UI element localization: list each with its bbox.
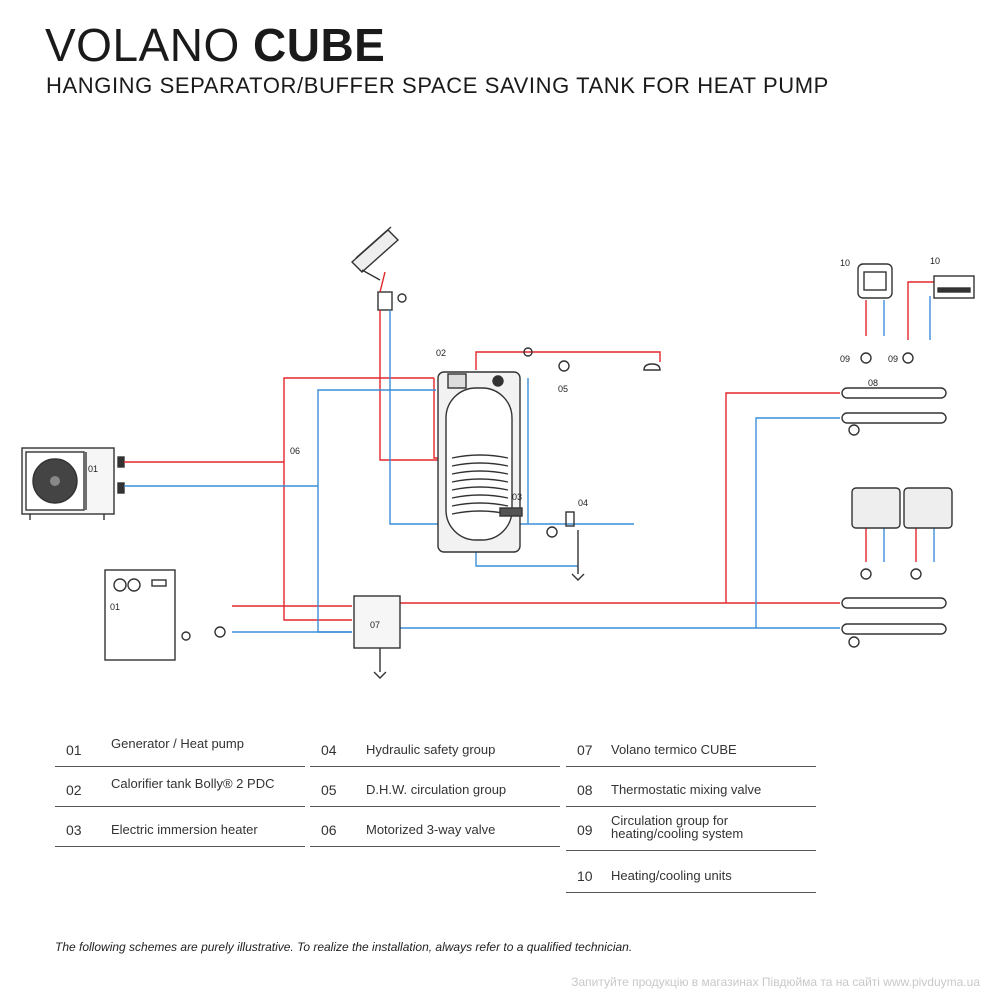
legend-divider bbox=[310, 846, 560, 847]
calorifier-tank bbox=[437, 371, 523, 553]
legend-divider bbox=[55, 806, 305, 807]
solar-collector bbox=[350, 226, 407, 311]
legend-item-02: 02 Calorifier tank Bolly® 2 PDC bbox=[66, 776, 306, 806]
legend-text: Calorifier tank Bolly® 2 PDC bbox=[111, 776, 275, 791]
legend-item-08: 08 Thermostatic mixing valve bbox=[577, 782, 817, 802]
label-heater: 03 bbox=[512, 492, 522, 502]
label-heat-pump: 01 bbox=[88, 464, 98, 474]
hydraulic-diagram: 01 01 02 03 04 05 06 07 08 09 09 10 10 bbox=[21, 226, 975, 679]
legend-divider bbox=[566, 766, 816, 767]
safety-group bbox=[546, 511, 585, 581]
legend-text: Thermostatic mixing valve bbox=[611, 782, 762, 797]
label-generator: 01 bbox=[110, 602, 120, 612]
legend-divider bbox=[566, 850, 816, 851]
terminal-units bbox=[851, 263, 975, 529]
legend-num: 08 bbox=[577, 782, 593, 798]
legend-num: 09 bbox=[577, 822, 593, 838]
legend-divider bbox=[566, 806, 816, 807]
legend-text: Heating/cooling units bbox=[611, 868, 732, 883]
legend-item-10: 10 Heating/cooling units bbox=[577, 868, 817, 888]
legend-text: Generator / Heat pump bbox=[111, 736, 244, 751]
label-circ-top: 09 bbox=[840, 354, 850, 364]
label-safety: 04 bbox=[578, 498, 588, 508]
legend-divider bbox=[310, 806, 560, 807]
legend-num: 06 bbox=[321, 822, 337, 838]
legend-num: 10 bbox=[577, 868, 593, 884]
manifolds bbox=[841, 387, 947, 648]
legend-text: Motorized 3-way valve bbox=[366, 822, 496, 837]
dhw-circulation bbox=[523, 347, 661, 372]
label-unit-b: 10 bbox=[930, 256, 940, 266]
circulation-groups bbox=[860, 352, 922, 580]
legend-num: 02 bbox=[66, 782, 82, 798]
legend-item-03: 03 Electric immersion heater bbox=[66, 822, 306, 852]
disclaimer: The following schemes are purely illustr… bbox=[55, 940, 633, 954]
legend-text: Volano termico CUBE bbox=[611, 742, 737, 757]
legend-divider bbox=[55, 846, 305, 847]
title-bold: CUBE bbox=[253, 19, 386, 71]
footer-watermark: Запитуйте продукцію в магазинах Півдюйма… bbox=[571, 975, 980, 989]
legend-num: 05 bbox=[321, 782, 337, 798]
volano-cube bbox=[353, 595, 401, 679]
page-subtitle: HANGING SEPARATOR/BUFFER SPACE SAVING TA… bbox=[46, 73, 829, 98]
label-unit-a: 10 bbox=[840, 258, 850, 268]
legend-text: D.H.W. circulation group bbox=[366, 782, 507, 797]
label-circ-top2: 09 bbox=[888, 354, 898, 364]
legend-text: Circulation group for heating/cooling sy… bbox=[611, 813, 744, 841]
legend-text: Hydraulic safety group bbox=[366, 742, 496, 757]
label-tank: 02 bbox=[436, 348, 446, 358]
legend-item-06: 06 Motorized 3-way valve bbox=[321, 822, 561, 842]
legend-num: 01 bbox=[66, 742, 82, 758]
legend-num: 04 bbox=[321, 742, 337, 758]
label-dhw: 05 bbox=[558, 384, 568, 394]
legend-item-09: 09 Circulation group for heating/cooling… bbox=[577, 814, 817, 848]
generator-unit bbox=[104, 569, 226, 661]
legend-item-07: 07 Volano termico CUBE bbox=[577, 742, 817, 762]
legend-num: 03 bbox=[66, 822, 82, 838]
legend-num: 07 bbox=[577, 742, 593, 758]
label-valve: 06 bbox=[290, 446, 300, 456]
legend-divider bbox=[310, 766, 560, 767]
label-mixing: 08 bbox=[868, 378, 878, 388]
label-cube: 07 bbox=[370, 620, 380, 630]
legend-item-05: 05 D.H.W. circulation group bbox=[321, 782, 561, 802]
legend-item-01: 01 Generator / Heat pump bbox=[66, 736, 306, 766]
heat-pump-unit bbox=[21, 447, 125, 520]
legend-divider bbox=[566, 892, 816, 893]
legend-divider bbox=[55, 766, 305, 767]
legend-item-04: 04 Hydraulic safety group bbox=[321, 742, 561, 762]
legend-text: Electric immersion heater bbox=[111, 822, 258, 837]
cold-pipes bbox=[124, 296, 935, 633]
title-light: VOLANO bbox=[45, 19, 254, 71]
hot-pipes bbox=[124, 271, 934, 621]
page-title: VOLANO CUBE bbox=[45, 18, 385, 72]
